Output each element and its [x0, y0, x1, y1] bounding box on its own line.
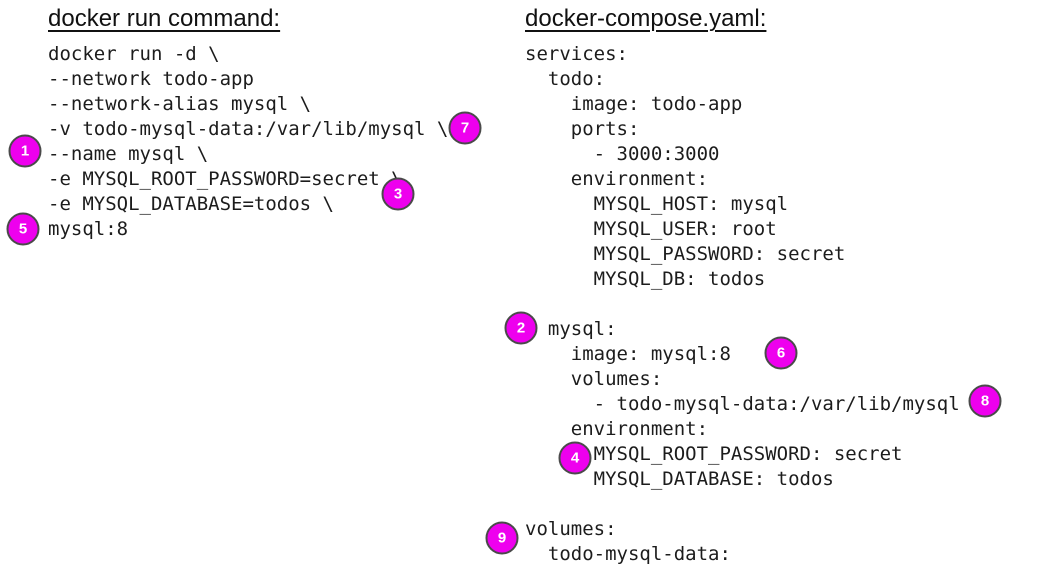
callout-badge-2: 2	[504, 311, 538, 345]
callout-badge-8: 8	[968, 384, 1002, 418]
docker-compose-yaml-title: docker-compose.yaml:	[525, 5, 767, 32]
callout-badge-3: 3	[381, 177, 415, 211]
callout-badge-9: 9	[485, 521, 519, 555]
docker-compose-yaml-code: services: todo: image: todo-app ports: -…	[525, 43, 960, 565]
callout-badge-4: 4	[558, 441, 592, 475]
docker-run-command-title: docker run command:	[48, 5, 281, 32]
callout-badge-1: 1	[8, 134, 42, 168]
docker-run-command-code: docker run -d \ --network todo-app --net…	[48, 43, 449, 240]
callout-badge-7: 7	[448, 111, 482, 145]
callout-badge-5: 5	[6, 212, 40, 246]
callout-badge-6: 6	[764, 336, 798, 370]
